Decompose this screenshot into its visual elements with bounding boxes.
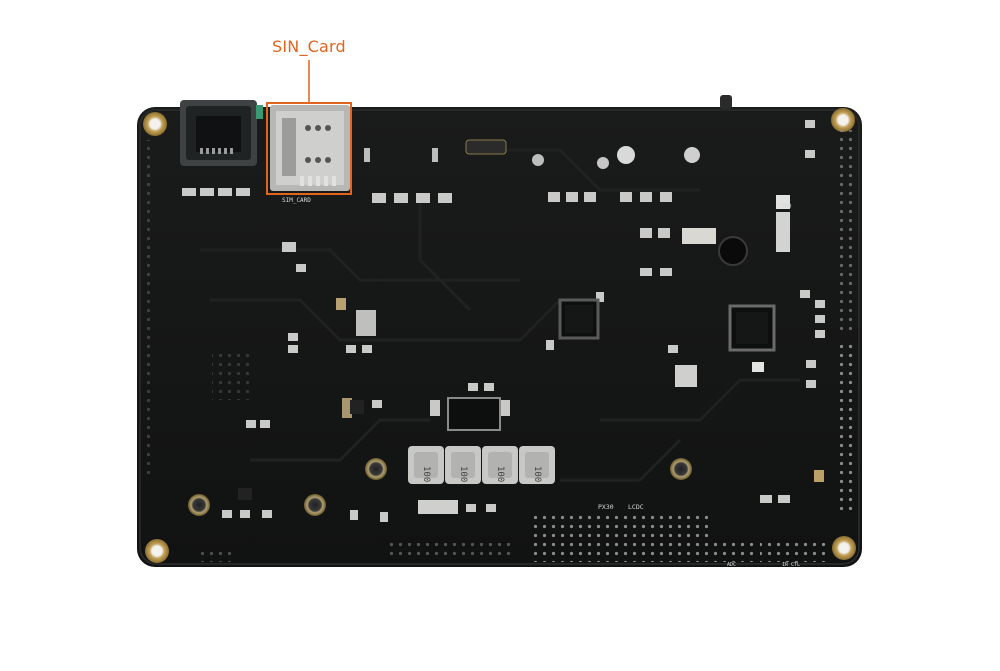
inductor-markings: 100 100 100 100 bbox=[421, 466, 542, 482]
inductor-marking: 100 bbox=[532, 466, 542, 482]
inductor-marking: 100 bbox=[421, 466, 431, 482]
top-connectors bbox=[364, 95, 732, 169]
sin-card-callout bbox=[266, 60, 352, 195]
ic-chips bbox=[238, 236, 776, 500]
pin-header bbox=[144, 130, 858, 562]
header-label-lcdc: LCDC bbox=[628, 503, 644, 511]
t300-label: T300 bbox=[777, 203, 792, 210]
smd-components bbox=[182, 120, 825, 522]
adc-label: ADC bbox=[727, 562, 736, 568]
standoff-holes bbox=[188, 458, 692, 516]
inductor-marking: 100 bbox=[458, 466, 468, 482]
sim-card-slot-icon bbox=[270, 105, 350, 191]
ir-ctl-label: IR_CTL bbox=[782, 562, 800, 568]
sim-slot-silkscreen: SIM_CARD bbox=[282, 197, 311, 204]
pcb-board bbox=[137, 107, 862, 567]
ethernet-port-icon bbox=[180, 100, 263, 166]
sin-card-label: SIN_Card bbox=[272, 37, 346, 56]
mounting-hole-icon bbox=[143, 108, 856, 563]
header-label-px30: PX30 bbox=[598, 503, 614, 511]
inductor-marking: 100 bbox=[495, 466, 505, 482]
power-inductors bbox=[408, 446, 555, 484]
copper-traces bbox=[200, 148, 800, 482]
